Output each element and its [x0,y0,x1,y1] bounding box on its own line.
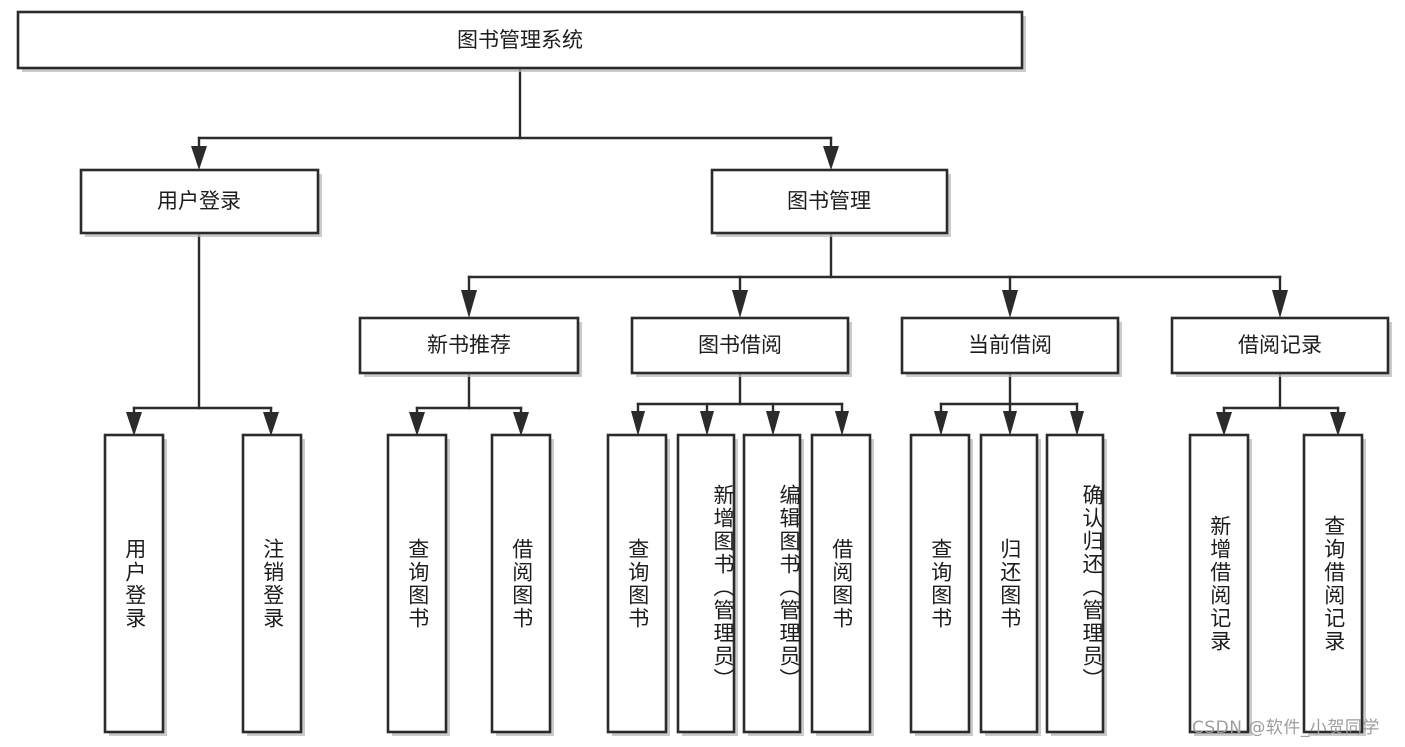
label-new-book-recommend: 新书推荐 [427,333,511,357]
label-user-login: 用户登录 [157,189,241,213]
node-book-management[interactable] [710,168,949,235]
arrow-book-borrow-leaf-2 [700,411,714,436]
arrow-borrow-record-leaf-2 [1330,412,1346,436]
box-layer [16,10,1390,734]
leaf-current-borrow-2[interactable] [979,433,1039,734]
arrow-book-borrow-leaf-4 [835,411,849,436]
arrow-to-new-book [461,290,477,318]
node-book-borrow[interactable] [630,316,850,375]
arrow-current-borrow-leaf-2 [1003,411,1017,436]
arrow-book-borrow-leaf-3 [766,411,780,436]
arrow-to-book-borrow [732,290,748,318]
node-user-login[interactable] [79,168,320,235]
arrow-to-current-borrow [1002,290,1018,318]
connector-layer [126,66,1346,436]
node-root-book-management-system[interactable] [16,10,1024,70]
leaf-current-borrow-1[interactable] [909,433,971,734]
leaf-book-borrow-1[interactable] [606,433,668,734]
arrow-current-borrow-leaf-1 [934,411,948,436]
arrow-user-login-leaf-1 [126,412,142,436]
arrow-to-book-manage [823,146,839,170]
label-book-borrow: 图书借阅 [698,333,782,357]
node-current-borrow[interactable] [900,316,1120,375]
leaf-book-borrow-4[interactable] [810,433,872,734]
leaf-user-login-1[interactable] [103,433,165,734]
label-borrow-record: 借阅记录 [1238,333,1322,357]
leaf-book-borrow-3[interactable] [742,433,802,734]
arrow-new-book-leaf-2 [513,412,529,436]
arrow-book-borrow-leaf-1 [631,411,645,436]
horizontal-label-layer: 图书管理系统 用户登录 图书管理 新书推荐 图书借阅 当前借阅 借阅记录 [157,28,1322,357]
label-current-borrow: 当前借阅 [968,333,1052,357]
arrow-current-borrow-leaf-3 [1070,411,1084,436]
watermark-text: CSDN @软件_小贺同学 [1192,718,1380,738]
arrow-borrow-record-leaf-1 [1216,412,1232,436]
leaf-user-login-2[interactable] [241,433,303,734]
arrow-new-book-leaf-1 [409,412,425,436]
leaf-book-borrow-2[interactable] [676,433,736,734]
leaf-new-book-1[interactable] [386,433,448,734]
arrow-to-borrow-record [1272,290,1288,318]
leaf-current-borrow-3[interactable] [1045,433,1105,734]
leaf-borrow-record-2[interactable] [1302,433,1364,734]
arrow-user-login-leaf-2 [263,412,279,436]
node-new-book-recommend[interactable] [358,316,580,375]
arrow-to-user-login [191,146,207,170]
label-root: 图书管理系统 [457,28,583,52]
node-borrow-record[interactable] [1170,316,1390,375]
leaf-new-book-2[interactable] [490,433,552,734]
leaf-borrow-record-1[interactable] [1188,433,1250,734]
label-book-management: 图书管理 [787,189,871,213]
